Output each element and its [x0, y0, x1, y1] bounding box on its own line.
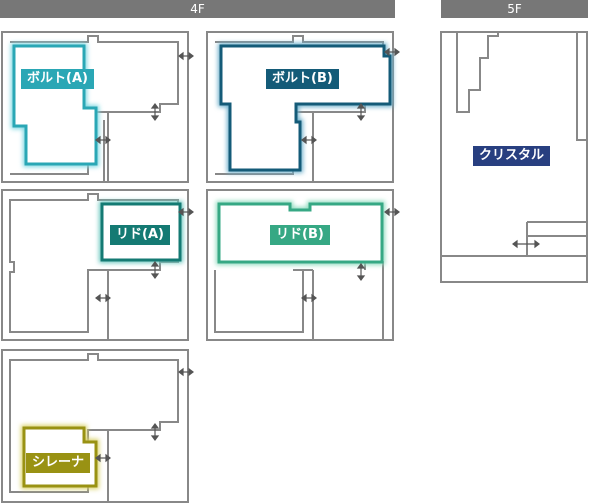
- block-crystal: [440, 31, 588, 283]
- arrow-icon: [150, 423, 160, 441]
- arrow-icon: [95, 293, 111, 303]
- room-label-crystal[interactable]: クリスタル: [473, 146, 551, 166]
- arrow-icon: [178, 51, 194, 61]
- room-label-lid-a[interactable]: リド(A): [110, 225, 170, 245]
- arrow-icon: [301, 293, 317, 303]
- block-sirena: [1, 349, 189, 503]
- arrow-icon: [384, 207, 400, 217]
- arrow-icon: [150, 103, 160, 121]
- floor-5f-header: 5F: [441, 0, 588, 18]
- arrow-icon: [356, 103, 366, 121]
- room-label-bolt-b[interactable]: ボルト(B): [266, 69, 339, 89]
- arrow-icon: [178, 367, 194, 377]
- arrow-icon: [301, 135, 317, 145]
- arrow-icon: [178, 207, 194, 217]
- block-lid-b: [206, 189, 394, 341]
- arrow-icon: [356, 263, 366, 281]
- room-label-lid-b[interactable]: リド(B): [270, 225, 330, 245]
- room-bolt-a[interactable]: [11, 43, 99, 167]
- block-lid-a: [1, 189, 189, 341]
- arrow-icon: [95, 453, 111, 463]
- room-label-sirena[interactable]: シレーナ: [26, 453, 91, 473]
- arrow-icon: [95, 135, 111, 145]
- floor-4f-header: 4F: [0, 0, 395, 18]
- arrow-icon: [384, 47, 400, 57]
- room-bolt-b[interactable]: [218, 43, 393, 173]
- arrow-icon: [150, 261, 160, 279]
- arrow-icon: [512, 239, 540, 249]
- room-label-bolt-a[interactable]: ボルト(A): [21, 69, 94, 89]
- door-arrows: [95, 47, 540, 463]
